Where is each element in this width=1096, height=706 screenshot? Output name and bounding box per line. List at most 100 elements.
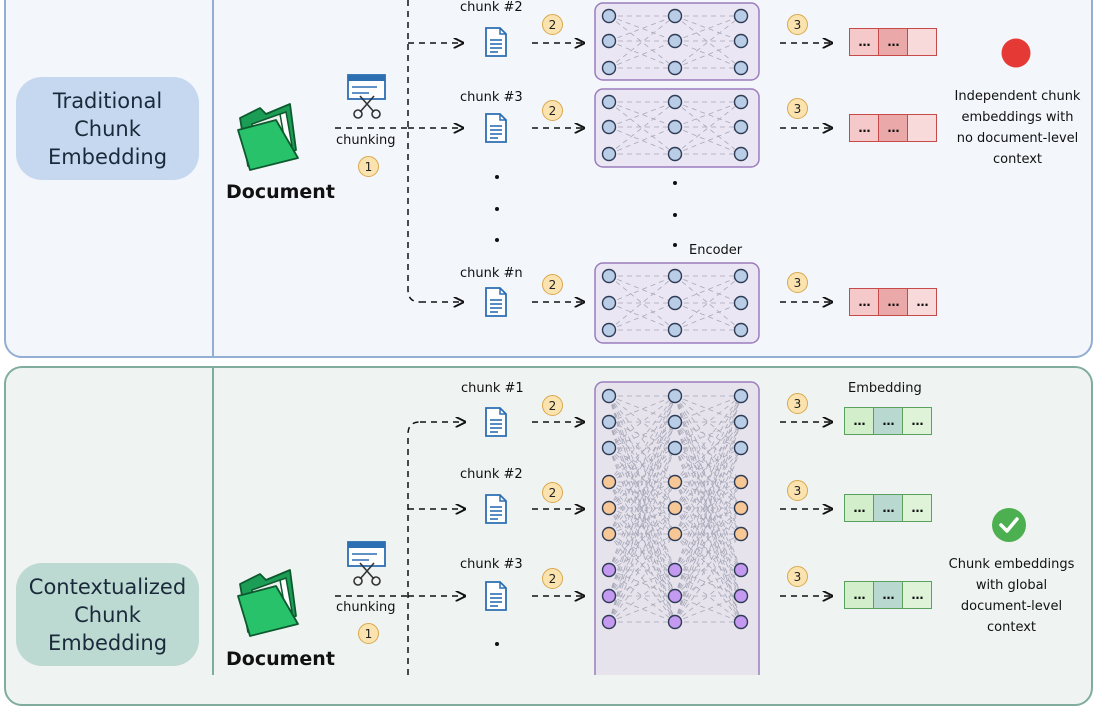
chunking-label: chunking [336, 133, 396, 148]
folder-icon [237, 569, 299, 637]
vector-cell: … [903, 495, 931, 521]
encoder-node [601, 146, 617, 162]
encoder-connection [608, 533, 676, 623]
encoder-node [601, 526, 617, 542]
encoder-node [601, 268, 617, 284]
encoder-connection [608, 421, 676, 535]
encoder-node [667, 440, 683, 456]
panel-divider [212, 368, 214, 675]
chunk-embedding-vector: …… [849, 114, 937, 142]
encoder-connection [608, 481, 676, 509]
encoder-connection [608, 395, 676, 597]
encoder-connection [674, 126, 742, 155]
encoder-connection [674, 595, 742, 623]
encoder-connection [674, 302, 742, 331]
encoder-node [601, 119, 617, 135]
encoder-node [601, 588, 617, 604]
encoder-node [733, 388, 749, 404]
document-icon [485, 113, 507, 143]
vector-cell: … [874, 408, 903, 434]
vector-cell: … [879, 115, 908, 141]
encoder-connection [608, 126, 676, 155]
vector-cell: … [845, 495, 874, 521]
encoder-connection [674, 447, 742, 509]
step-1-badge: 1 [358, 156, 379, 177]
encoder-node [667, 119, 683, 135]
red-dot-icon [1001, 38, 1031, 68]
encoder-node [733, 414, 749, 430]
encoder-node [667, 322, 683, 338]
encoder-connection [608, 275, 676, 304]
encoder-node [667, 295, 683, 311]
encoder-node [733, 119, 749, 135]
encoder-connection [608, 395, 676, 597]
encoder-node [733, 474, 749, 490]
encoder-connection [608, 101, 676, 128]
encoder-connection [674, 447, 742, 623]
encoder-node [667, 562, 683, 578]
encoder-connection [674, 421, 742, 623]
panel-divider [212, 0, 214, 356]
encoder-connection [674, 421, 742, 535]
encoder-connection [674, 421, 742, 571]
chunk-label: chunk #3 [460, 557, 523, 572]
encoder-node [667, 414, 683, 430]
step-3-badge: 3 [787, 480, 808, 501]
encoder-connection [608, 447, 676, 509]
flow-lines [335, 0, 1096, 675]
chunk-embedding-vector: …… [849, 28, 937, 56]
encoder-node [733, 8, 749, 24]
chunk-label: chunk #2 [460, 467, 523, 482]
encoder-connection [674, 302, 742, 331]
step-2-badge: 2 [542, 14, 563, 35]
step-2-badge: 2 [542, 482, 563, 503]
encoder-node [733, 526, 749, 542]
encoder-connection [674, 395, 742, 509]
encoder-node [733, 614, 749, 630]
encoder-node [667, 33, 683, 49]
encoder-connection [608, 40, 676, 69]
encoder-node [733, 146, 749, 162]
scissors-icon [347, 541, 386, 586]
encoder-connection [674, 395, 742, 423]
encoder-connection [608, 481, 676, 623]
encoder-connection [674, 395, 742, 423]
chunk-embedding-vector: ……… [849, 288, 937, 316]
document-icon [485, 287, 507, 317]
encoder-connection [608, 569, 676, 597]
encoder-connection [674, 395, 742, 623]
traditional-note: Independent chunk embeddings with no doc… [954, 89, 1081, 167]
encoder-connection [608, 395, 676, 423]
encoder-connection [608, 15, 676, 42]
encoder-node [601, 614, 617, 630]
chunk-label: chunk #1 [461, 381, 524, 396]
encoder-node [667, 526, 683, 542]
encoder-node [733, 60, 749, 76]
encoder-connection [674, 15, 742, 42]
encoder-connection [608, 395, 676, 571]
document-icon [485, 494, 507, 524]
vector-cell: … [850, 289, 879, 315]
check-circle-icon [992, 508, 1026, 542]
encoder-node [601, 440, 617, 456]
encoder-connection [674, 447, 742, 509]
encoder-connection [608, 507, 676, 623]
encoder-connection [608, 595, 676, 623]
encoder-connection [608, 40, 676, 69]
encoder-connection [674, 101, 742, 128]
encoder-node [601, 474, 617, 490]
encoder-connection [608, 421, 676, 623]
encoder-connection [674, 101, 742, 128]
encoder-connection [674, 395, 742, 597]
encoder-node [733, 94, 749, 110]
encoder-connection [608, 421, 676, 623]
encoder-connection [674, 447, 742, 597]
encoder-connection [608, 447, 676, 623]
encoder-node [667, 500, 683, 516]
encoder-connection [608, 395, 676, 535]
encoder-connection [608, 481, 676, 509]
encoder-node [601, 388, 617, 404]
step-3-badge: 3 [787, 393, 808, 414]
step-2-badge: 2 [542, 100, 563, 121]
encoder-node [733, 33, 749, 49]
